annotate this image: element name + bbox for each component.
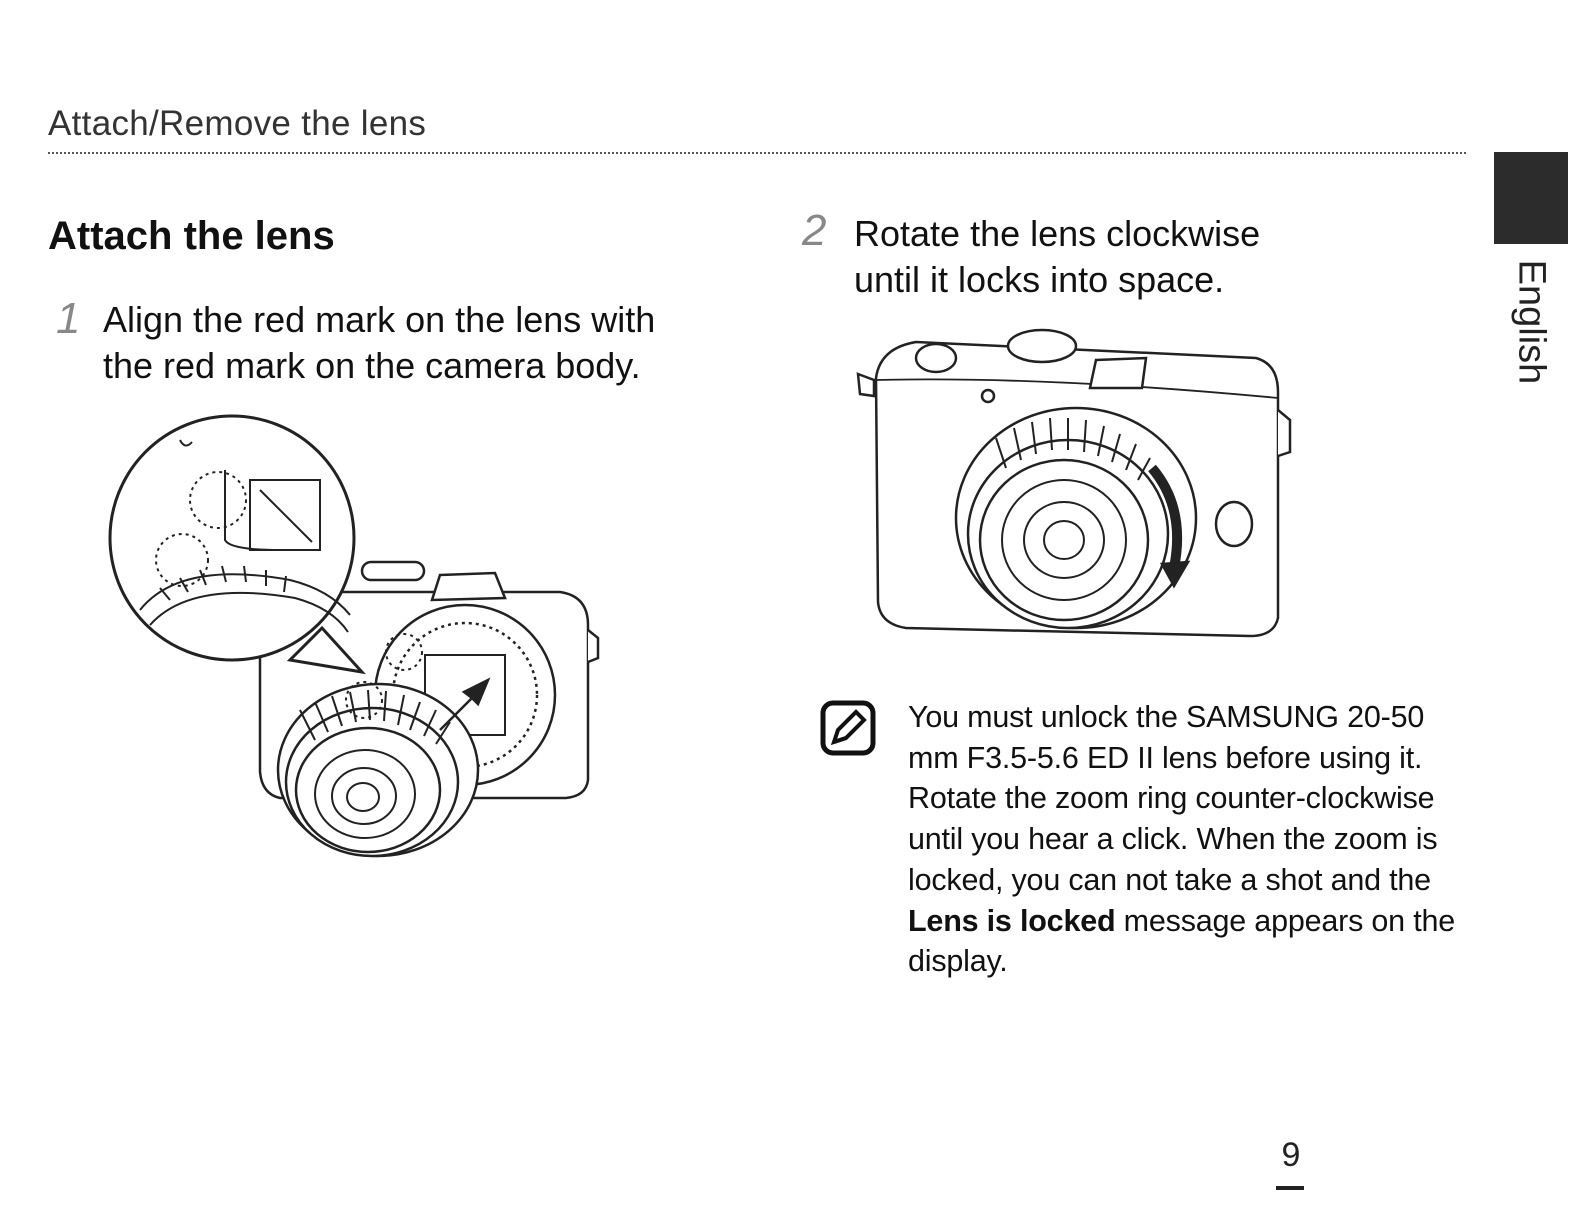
step-1-line-1: Align the red mark on the lens with <box>103 299 656 340</box>
language-tab-label: English <box>1510 259 1553 385</box>
page-number-underline <box>1276 1186 1304 1190</box>
page-number: 9 <box>1281 1136 1301 1174</box>
page-header-title: Attach/Remove the lens <box>48 104 427 143</box>
note-pencil-icon <box>820 700 876 756</box>
note-text-start: You must unlock the SAMSUNG 20-50 mm F3.… <box>908 700 1438 897</box>
note-text-end: message appears on the display. <box>908 903 1456 979</box>
step-2-number: 2 <box>802 206 827 255</box>
step-2-line-1: Rotate the lens clockwise <box>854 213 1261 254</box>
lens-locked-message: Lens is locked <box>908 903 1116 938</box>
step-2-text: Rotate the lens clockwise until it locks… <box>854 211 1260 303</box>
section-title: Attach the lens <box>48 214 335 258</box>
step-1-line-2: the red mark on the camera body. <box>103 345 641 386</box>
header-divider <box>48 152 1466 154</box>
rotate-lens-illustration <box>856 328 1292 638</box>
step-2-line-2: until it locks into space. <box>854 259 1225 300</box>
language-tab-marker <box>1494 152 1568 244</box>
attach-lens-illustration <box>108 414 600 858</box>
step-1-text: Align the red mark on the lens with the … <box>103 297 655 389</box>
step-1-number: 1 <box>56 294 81 343</box>
note-text: You must unlock the SAMSUNG 20-50 mm F3.… <box>908 697 1468 982</box>
